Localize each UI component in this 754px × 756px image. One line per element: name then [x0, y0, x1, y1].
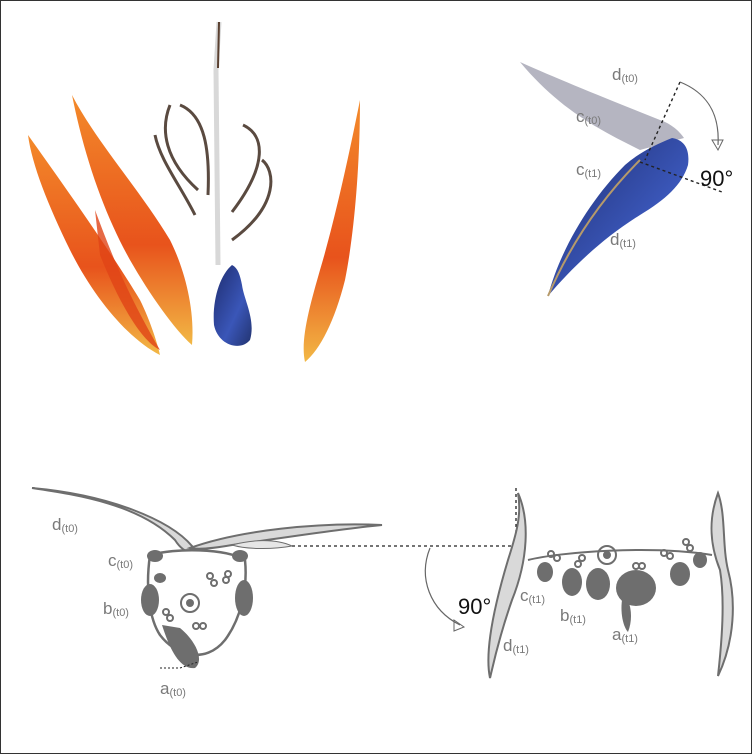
- stamen-1: [165, 105, 198, 190]
- stamen-4: [232, 125, 259, 212]
- petal-b-t0-left: [141, 584, 159, 616]
- style-tip: [218, 22, 219, 68]
- stamen-2: [180, 105, 208, 195]
- rotation-arrow: [680, 82, 718, 145]
- petal-mid-left-t0: [154, 573, 166, 583]
- dissected-flower-photo: [28, 22, 360, 362]
- wing-right-t1: [711, 493, 732, 676]
- label-angle-top: 90°: [700, 166, 733, 191]
- label-b-t1-bottom: b(t1): [560, 606, 586, 626]
- petal-shadow-t0: [520, 62, 684, 150]
- body-outline-t0: [148, 550, 246, 655]
- ovary-ring-t1: [598, 546, 616, 564]
- petal-b-t0-right: [235, 580, 253, 616]
- rotation-arrow-t1: [425, 548, 460, 625]
- petal-rotation-diagram: d(t0) c(t0) c(t1) d(t1) 90°: [520, 62, 733, 296]
- rotation-arrowhead: [712, 140, 723, 150]
- label-a-t1-bottom: a(t1): [612, 625, 638, 645]
- label-d-t0-bottom: d(t0): [52, 515, 78, 535]
- label-a-t0-bottom: a(t0): [160, 679, 186, 699]
- blue-petal: [214, 265, 252, 346]
- petal-c-t0-right: [232, 550, 248, 562]
- label-d-t1-top: d(t1): [610, 230, 636, 250]
- rotation-arrowhead-t1: [454, 620, 464, 631]
- label-d-t1-bottom: d(t1): [503, 636, 529, 656]
- petal-blue-t1: [548, 138, 688, 296]
- stamen-3: [155, 135, 195, 215]
- label-angle-bottom: 90°: [458, 594, 491, 619]
- sepal-right: [304, 100, 360, 362]
- cross-section-t1: 90° c(t1) b(t1) a(t1) d(t1): [425, 488, 732, 678]
- label-d-t0-top: d(t0): [612, 65, 638, 85]
- label-c-t1-bottom: c(t1): [520, 586, 545, 606]
- label-c-t0-bottom: c(t0): [108, 551, 133, 571]
- cross-section-t0: d(t0) c(t0) b(t0) a(t0): [32, 488, 382, 699]
- label-b-t0-bottom: b(t0): [103, 599, 129, 619]
- stamen-5: [232, 160, 271, 240]
- petal-c-t0-left: [147, 550, 163, 562]
- label-c-t1-top: c(t1): [576, 160, 601, 180]
